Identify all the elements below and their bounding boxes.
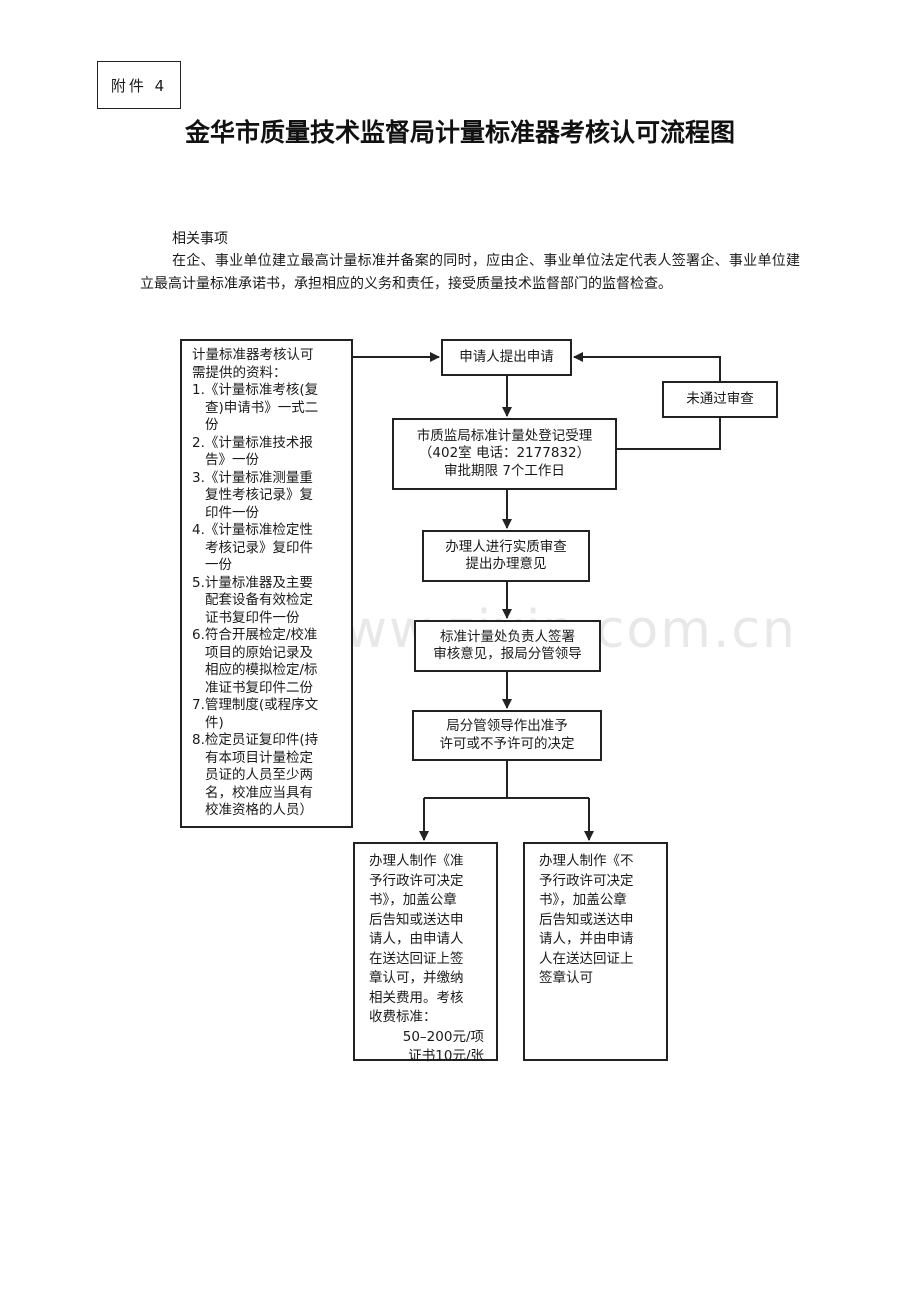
- grant-line: 章认可，并缴纳: [369, 970, 464, 986]
- decide-box: 局分管领导作出准予 许可或不予许可的决定: [412, 710, 602, 761]
- materials-line: 考核记录》复印件: [205, 539, 313, 556]
- related-heading: 相关事项: [172, 231, 228, 247]
- review-box: 办理人进行实质审查 提出办理意见: [422, 530, 590, 582]
- materials-line: 证书复印件一份: [205, 609, 300, 626]
- grant-line: 书》，加盖公章: [369, 892, 457, 908]
- attachment-label: 附件 4: [97, 61, 181, 109]
- rejected-box: 未通过审查: [662, 381, 778, 418]
- materials-line: 需提供的资料：: [192, 364, 287, 381]
- arrow-rejected-to-apply: [573, 352, 721, 381]
- materials-line: 相应的模拟检定/标: [205, 662, 318, 678]
- register-line3: 审批期限 7个工作日: [444, 462, 565, 479]
- grant-fee-line: 50–200元/项: [402, 1028, 484, 1045]
- materials-line: 校准资格的人员）: [205, 802, 313, 818]
- arrow-register-to-rejected: [617, 418, 721, 450]
- materials-line: 计量标准器考核认可: [192, 347, 314, 363]
- review-line2: 提出办理意见: [465, 556, 547, 572]
- deny-line: 请人，并由申请: [539, 931, 634, 947]
- materials-line: 份: [205, 417, 219, 433]
- materials-line: 件): [205, 714, 224, 731]
- rejected-label: 未通过审查: [686, 390, 754, 407]
- materials-line: 3.《计量标准测量重: [192, 469, 313, 486]
- register-line1: 市质监局标准计量处登记受理: [416, 427, 593, 444]
- materials-line: 有本项目计量检定: [205, 749, 313, 766]
- grant-line: 在送达回证上签: [369, 950, 464, 967]
- materials-line: 7.管理制度(或程序文: [192, 697, 319, 713]
- sign-line1: 标准计量处负责人签署: [440, 628, 575, 645]
- materials-line: 名，校准应当具有: [205, 784, 313, 801]
- grant-fee-line: 证书10元/张: [408, 1048, 484, 1064]
- deny-box: 办理人制作《不 予行政许可决定 书》，加盖公章 后告知或送达申 请人，并由申请 …: [523, 842, 668, 1061]
- page-title: 金华市质量技术监督局计量标准器考核认可流程图: [184, 118, 735, 147]
- materials-line: 复性考核记录》复: [205, 487, 313, 503]
- materials-line: 5.计量标准器及主要: [192, 574, 313, 591]
- materials-box: 计量标准器考核认可 需提供的资料： 1.《计量标准考核(复 查)申请书》一式二 …: [180, 339, 353, 828]
- grant-line: 收费标准：: [369, 1009, 437, 1025]
- decide-line2: 许可或不予许可的决定: [439, 735, 575, 752]
- deny-line: 后告知或送达申: [539, 911, 634, 928]
- materials-line: 告》一份: [205, 452, 259, 468]
- materials-line: 8.检定员证复印件(持: [192, 732, 319, 748]
- grant-line: 相关费用。考核: [369, 989, 464, 1006]
- deny-line: 签章认可: [539, 970, 593, 986]
- apply-label: 申请人提出申请: [459, 348, 554, 365]
- materials-line: 6.符合开展检定/校准: [192, 627, 318, 643]
- sign-line2: 审核意见，报局分管领导: [433, 646, 582, 662]
- deny-line: 予行政许可决定: [539, 872, 634, 889]
- deny-line: 办理人制作《不: [539, 853, 634, 869]
- review-line1: 办理人进行实质审查: [445, 538, 567, 555]
- decide-line1: 局分管领导作出准予: [446, 718, 568, 734]
- grant-line: 请人，由申请人: [369, 931, 464, 947]
- sign-box: 标准计量处负责人签署 审核意见，报局分管领导: [414, 620, 601, 672]
- apply-box: 申请人提出申请: [441, 339, 572, 376]
- related-paragraph: 在企、事业单位建立最高计量标准并备案的同时，应由企、事业单位法定代表人签署企、事…: [140, 253, 800, 292]
- grant-line: 办理人制作《准: [369, 853, 464, 869]
- materials-line: 项目的原始记录及: [205, 644, 313, 661]
- materials-line: 配套设备有效检定: [205, 592, 313, 608]
- materials-line: 2.《计量标准技术报: [192, 434, 313, 451]
- register-line2: （402室 电话：2177832）: [418, 445, 591, 462]
- grant-box: 办理人制作《准 予行政许可决定 书》，加盖公章 后告知或送达申 请人，由申请人 …: [353, 842, 498, 1064]
- materials-line: 1.《计量标准考核(复: [192, 382, 319, 398]
- materials-line: 一份: [205, 557, 232, 573]
- materials-line: 查)申请书》一式二: [205, 399, 319, 416]
- deny-line: 人在送达回证上: [539, 950, 634, 967]
- materials-line: 员证的人员至少两: [205, 767, 313, 783]
- materials-line: 准证书复印件二份: [205, 679, 313, 696]
- grant-line: 予行政许可决定: [369, 872, 464, 889]
- register-box: 市质监局标准计量处登记受理 （402室 电话：2177832） 审批期限 7个工…: [392, 418, 617, 490]
- deny-line: 书》，加盖公章: [539, 892, 627, 908]
- materials-line: 4.《计量标准检定性: [192, 522, 313, 538]
- materials-line: 印件一份: [205, 504, 259, 521]
- grant-line: 后告知或送达申: [369, 911, 464, 928]
